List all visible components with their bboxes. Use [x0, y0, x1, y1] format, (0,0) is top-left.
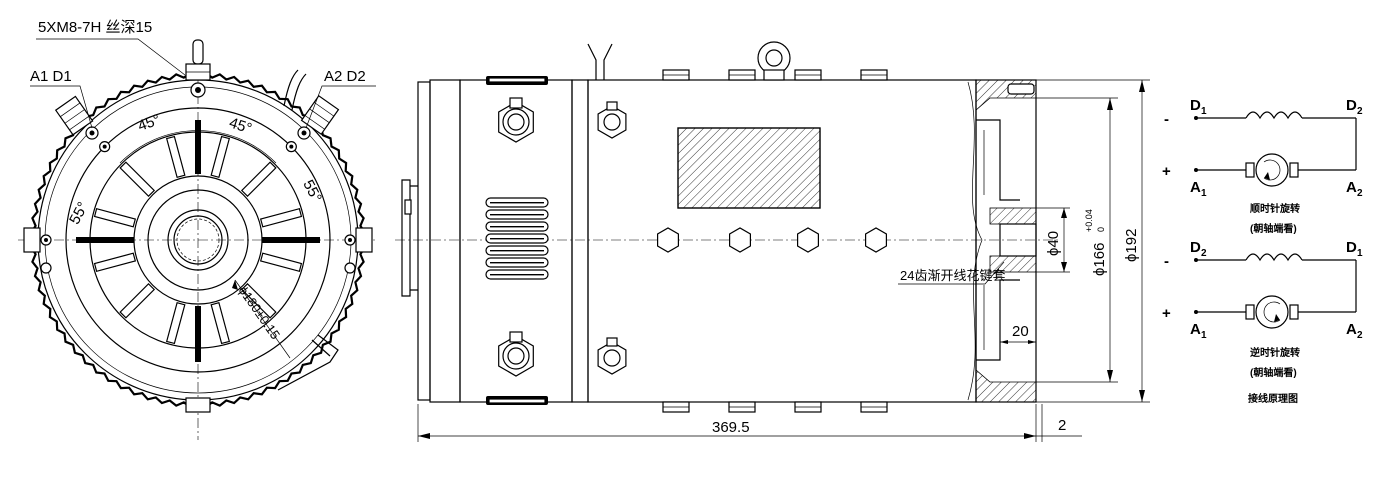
outer-diameter-dim: ϕ192 [1123, 229, 1140, 262]
front-view: 5XM8-7H 丝深15 A1 D1 A2 D2 45° 45° 55° 55°… [18, 19, 378, 440]
bottom-right-arm: A [1346, 321, 1357, 338]
bottom-right-field-sub: 1 [1357, 248, 1363, 259]
angle-45-left: 45° [136, 111, 163, 135]
top-terminal [185, 39, 211, 98]
top-left-arm-sub: 1 [1201, 188, 1207, 199]
shaft-diameter-dim: ϕ40 [1045, 231, 1062, 256]
wiring-counterclockwise: - + D 2 D 1 A 1 A 2 逆时针旋转 (朝轴端看) [1162, 239, 1363, 379]
wiring-clockwise: - + D 1 D 2 A 1 A 2 顺时针旋转 (朝轴端看) [1162, 97, 1363, 235]
bottom-caption-2: (朝轴端看) [1250, 366, 1297, 379]
bottom-right-arm-sub: 2 [1357, 330, 1363, 341]
radial-ribs [76, 120, 320, 362]
top-left-field: D [1190, 97, 1201, 114]
bottom-minus-sign: - [1164, 253, 1169, 270]
side-view: 369.5 2 ϕ192 ϕ166 +0.04 0 ϕ40 24齿渐开线花键套 … [395, 41, 1150, 442]
bottom-left-arm-sub: 1 [1201, 330, 1207, 341]
right-terminal [300, 94, 340, 136]
depth-dim: 20 [1012, 323, 1029, 340]
length-dim: 369.5 [712, 419, 750, 436]
terminal-right-label: A2 D2 [324, 68, 366, 85]
top-left-arm: A [1190, 179, 1201, 196]
top-right-field-sub: 2 [1357, 106, 1363, 117]
ventilation-slots [485, 197, 549, 280]
top-caption-2: (朝轴端看) [1250, 222, 1297, 235]
thread-label: 5XM8-7H 丝深15 [38, 19, 152, 36]
bottom-plus-sign: + [1162, 305, 1171, 322]
bottom-caption-1: 逆时针旋转 [1250, 346, 1300, 359]
top-right-arm: A [1346, 179, 1357, 196]
body-bolts [498, 97, 888, 377]
angle-55-right: 55° [299, 177, 325, 205]
bottom-left-field-sub: 2 [1201, 248, 1207, 259]
lifting-eye [757, 41, 791, 81]
bottom-left-arm: A [1190, 321, 1201, 338]
top-right-field: D [1346, 97, 1357, 114]
wiring-title: 接线原理图 [1248, 392, 1298, 405]
wiring-diagram: - + D 1 D 2 A 1 A 2 顺时针旋转 (朝轴端看) [1162, 97, 1363, 405]
top-minus-sign: - [1164, 111, 1169, 128]
angle-55-left: 55° [66, 199, 92, 227]
top-caption-1: 顺时针旋转 [1250, 202, 1300, 215]
top-left-field-sub: 1 [1201, 106, 1207, 117]
tolerance-upper: +0.04 [1084, 209, 1094, 232]
tolerance-lower: 0 [1096, 227, 1106, 232]
top-plus-sign: + [1162, 163, 1171, 180]
left-terminal [54, 95, 94, 136]
terminal-left-label: A1 D1 [30, 68, 72, 85]
angle-45-right: 45° [227, 114, 254, 137]
bottom-left-field: D [1190, 239, 1201, 256]
bottom-right-field: D [1346, 239, 1357, 256]
clamps [662, 69, 888, 413]
top-right-arm-sub: 2 [1357, 188, 1363, 199]
bolt-holes [40, 141, 356, 246]
mid-diameter-dim: ϕ166 [1091, 243, 1108, 276]
gap-dim: 2 [1058, 417, 1066, 434]
spline-label: 24齿渐开线花键套 [900, 268, 1005, 283]
